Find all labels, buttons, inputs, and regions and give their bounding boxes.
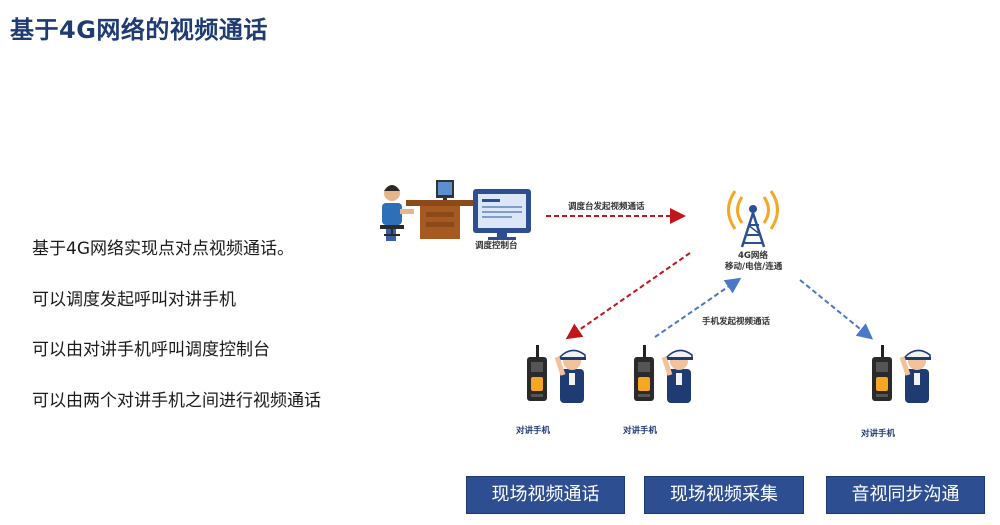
radio-label: 对讲手机	[623, 426, 658, 436]
bullet-item: 可以由对讲手机呼叫调度控制台	[32, 340, 270, 360]
officer-icon	[899, 349, 931, 403]
tower-to-radio3-arrow	[799, 279, 874, 340]
feature-button-video-capture[interactable]: 现场视频采集	[644, 476, 804, 514]
bullet-item: 基于4G网络实现点对点视频通话。	[32, 239, 294, 259]
bullet-item: 可以调度发起呼叫对讲手机	[32, 289, 236, 310]
tower-icon	[727, 190, 779, 248]
radio-icon	[527, 345, 547, 401]
desk-icon	[406, 180, 488, 239]
page-title: 基于4G网络的视频通话	[10, 16, 268, 44]
network-diagram: 调度控制台 调度台发起视频通话 4G网络 移动/电信/连通 手机发起视频通话 对…	[380, 165, 1000, 450]
radio-group-2	[634, 345, 693, 403]
operator-icon	[380, 185, 414, 241]
radio-icon	[634, 345, 654, 401]
monitor-icon	[473, 189, 531, 240]
console-label: 调度控制台	[475, 241, 518, 251]
feature-button-video-call[interactable]: 现场视频通话	[466, 476, 625, 514]
officer-icon	[661, 349, 693, 403]
tower-to-radio1-arrow	[565, 252, 691, 340]
console-arrow-label: 调度台发起视频通话	[568, 202, 645, 212]
feature-button-av-sync[interactable]: 音视同步沟通	[826, 476, 985, 514]
tower-label: 4G网络	[738, 251, 768, 261]
radio-icon	[872, 345, 892, 401]
officer-icon	[554, 349, 586, 403]
radio-label: 对讲手机	[861, 429, 896, 439]
radio-group-1	[527, 345, 586, 403]
radio2-to-tower-arrow	[654, 277, 742, 338]
tower-sublabel: 移动/电信/连通	[725, 262, 783, 272]
bullet-item: 可以由两个对讲手机之间进行视频通话	[32, 390, 321, 411]
handset-arrow-label: 手机发起视频通话	[702, 317, 771, 327]
radio-label: 对讲手机	[516, 426, 551, 436]
radio-group-3	[872, 345, 931, 403]
diagram-graphics	[380, 180, 931, 403]
bullet-list: 基于4G网络实现点对点视频通话。 可以调度发起呼叫对讲手机 可以由对讲手机呼叫调…	[32, 238, 321, 440]
